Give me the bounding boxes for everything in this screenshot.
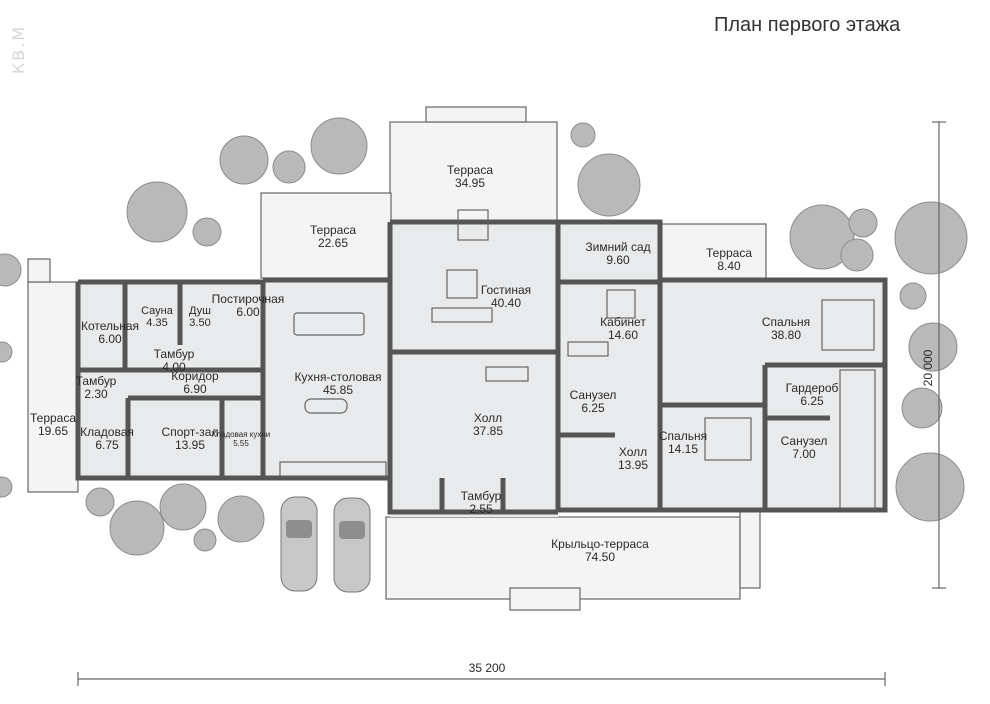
room-area: 9.60 xyxy=(606,253,630,267)
room-area: 6.00 xyxy=(98,332,122,346)
room-area: 45.85 xyxy=(323,383,353,397)
room-name: Кабинет xyxy=(600,315,646,329)
room-area: 4.00 xyxy=(162,360,186,374)
room-area: 2.55 xyxy=(469,502,493,516)
walls xyxy=(75,219,888,515)
room-area: 6.25 xyxy=(800,394,824,408)
width-dimension: 35 200 xyxy=(469,661,506,675)
room-name: Котельная xyxy=(81,319,139,333)
room-area: 3.50 xyxy=(189,317,210,329)
room-area: 4.35 xyxy=(146,317,167,329)
room-name: Терраса xyxy=(30,411,76,425)
room-area: 13.95 xyxy=(175,438,205,452)
room-name: Спорт-зал xyxy=(162,425,219,439)
room-name: Холл xyxy=(474,411,502,425)
room-area: 22.65 xyxy=(318,236,348,250)
cars xyxy=(280,496,371,593)
plan-title: План первого этажа xyxy=(714,14,901,36)
room-area: 19.65 xyxy=(38,424,68,438)
room-name: Крыльцо-терраса xyxy=(551,537,649,551)
room-name: Тамбур xyxy=(76,374,117,388)
room-name: Тамбур xyxy=(461,489,502,503)
trees xyxy=(0,117,968,556)
room-name: Коридор xyxy=(171,369,219,383)
room-name: Терраса xyxy=(706,246,752,260)
room-name: Гардероб xyxy=(786,381,839,395)
room-name: Терраса xyxy=(310,223,356,237)
room-name: Зимний сад xyxy=(585,240,650,254)
room-area: 14.15 xyxy=(668,442,698,456)
room-name: Терраса xyxy=(447,163,493,177)
room-name: Спальня xyxy=(762,315,810,329)
dimension-lines xyxy=(77,121,946,686)
room-area: 6.00 xyxy=(236,305,260,319)
room-name: Кухня-столовая xyxy=(294,370,381,384)
room-name: Сауна xyxy=(141,305,174,317)
room-area: 7.00 xyxy=(792,447,816,461)
room-area: 13.95 xyxy=(618,458,648,472)
room-area: 8.40 xyxy=(717,259,741,273)
room-area: 74.50 xyxy=(585,550,615,564)
room-area: 37.85 xyxy=(473,424,503,438)
furniture xyxy=(279,209,876,509)
room-area: 40.40 xyxy=(491,296,521,310)
room-name: Санузел xyxy=(570,388,617,402)
room-name: Холл xyxy=(619,445,647,459)
room-name: Тамбур xyxy=(154,347,195,361)
room-name: Спальня xyxy=(659,429,707,443)
room-area: 6.25 xyxy=(581,401,605,415)
terraces xyxy=(27,106,767,611)
room-name: Кладовая xyxy=(80,425,134,439)
room-name: Санузел xyxy=(781,434,828,448)
room-area: 2.30 xyxy=(84,387,108,401)
room-name: Кладовая кухни xyxy=(212,430,271,439)
room-area: 6.75 xyxy=(95,438,119,452)
room-area: 34.95 xyxy=(455,176,485,190)
room-area: 14.60 xyxy=(608,328,638,342)
interior xyxy=(78,222,885,517)
room-name: Душ xyxy=(189,305,211,317)
height-dimension: 20 000 xyxy=(921,349,935,386)
room-name: Гостиная xyxy=(481,283,531,297)
room-area: 38.80 xyxy=(771,328,801,342)
room-area: 5.55 xyxy=(233,439,249,448)
room-area: 6.90 xyxy=(183,382,207,396)
room-name: Постирочная xyxy=(212,292,285,306)
